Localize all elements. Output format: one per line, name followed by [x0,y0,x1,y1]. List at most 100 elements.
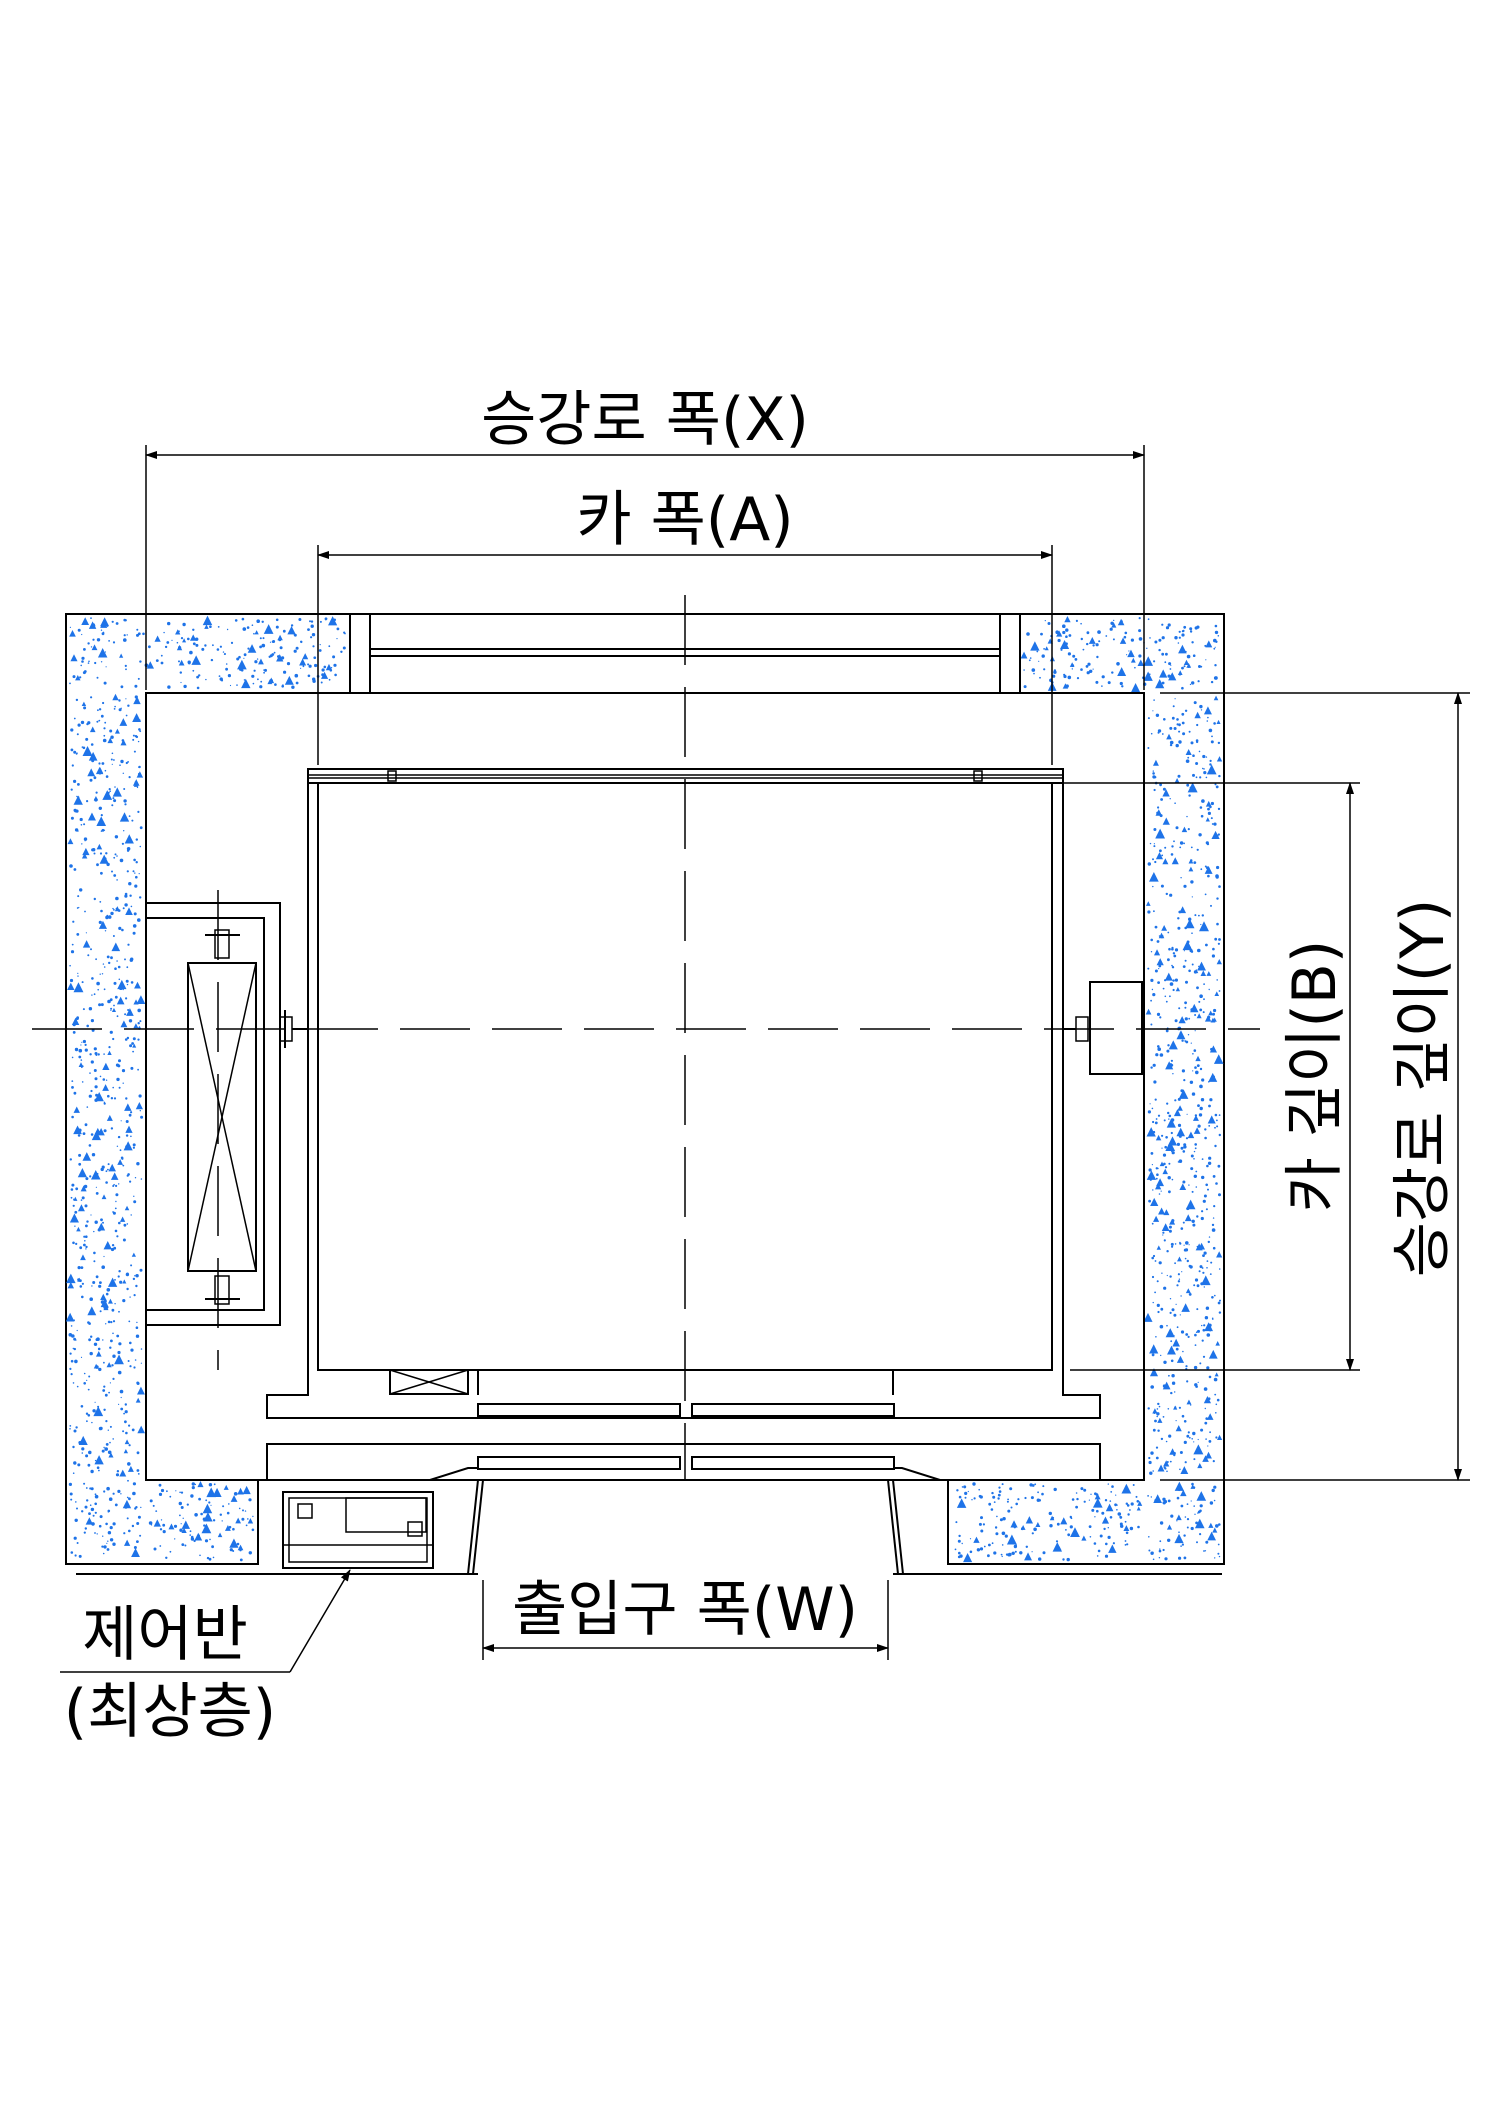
concrete-speckle [219,1513,222,1516]
concrete-speckle [93,795,99,801]
concrete-speckle [83,823,86,826]
concrete-speckle [1153,910,1155,913]
concrete-speckle [80,1185,87,1192]
concrete-speckle [1214,664,1217,667]
concrete-speckle [71,1056,74,1059]
concrete-speckle [160,1519,163,1521]
concrete-speckle [116,855,118,857]
concrete-speckle [1096,1555,1099,1557]
concrete-speckle [80,1059,83,1061]
concrete-speckle [312,677,316,681]
concrete-speckle [119,1149,122,1152]
concrete-speckle [74,828,79,832]
concrete-speckle [80,1254,86,1261]
concrete-speckle [1166,1250,1169,1253]
concrete-speckle [1215,1436,1218,1439]
concrete-speckle [1155,1456,1159,1460]
concrete-speckle [248,1551,252,1555]
concrete-speckle [1177,1161,1180,1163]
concrete-speckle [136,1386,145,1395]
concrete-speckle [69,1428,71,1430]
concrete-speckle [242,1509,244,1512]
concrete-speckle [186,1503,189,1506]
concrete-speckle [76,1226,81,1232]
concrete-speckle [272,640,276,643]
concrete-speckle [70,1325,73,1327]
concrete-speckle [1181,1039,1184,1042]
concrete-speckle [1165,1000,1168,1003]
concrete-speckle [80,720,85,725]
concrete-speckle [1119,681,1123,686]
concrete-speckle [70,816,74,820]
concrete-speckle [204,624,209,629]
concrete-speckle [1152,993,1156,997]
concrete-speckle [184,1544,187,1547]
concrete-speckle [1202,767,1204,770]
concrete-speckle [94,1494,99,1499]
concrete-speckle [95,958,97,961]
concrete-speckle [1196,1308,1199,1311]
concrete-speckle [126,870,129,873]
concrete-speckle [100,661,103,663]
concrete-speckle [1166,1524,1173,1530]
concrete-speckle [1201,799,1205,803]
concrete-speckle [1173,1452,1176,1455]
concrete-speckle [1138,637,1143,641]
concrete-speckle [300,640,303,644]
concrete-speckle [1201,1267,1204,1269]
concrete-speckle [1127,649,1135,658]
concrete-speckle [1199,776,1202,779]
concrete-speckle [1193,1174,1198,1179]
concrete-speckle [97,988,99,991]
concrete-speckle [999,1518,1003,1522]
concrete-speckle [1177,642,1180,644]
concrete-speckle [118,1270,121,1273]
concrete-speckle [310,624,314,628]
concrete-speckle [107,1320,111,1324]
concrete-speckle [119,653,124,658]
concrete-speckle [1209,759,1212,763]
concrete-speckle [111,942,121,952]
concrete-speckle [1176,1520,1178,1522]
concrete-speckle [1188,969,1191,973]
concrete-speckle [1192,1431,1196,1436]
concrete-speckle [1015,1502,1018,1506]
concrete-speckle [1040,632,1043,636]
concrete-speckle [70,1359,74,1363]
concrete-speckle [86,1220,89,1223]
concrete-speckle [1166,1470,1168,1473]
concrete-speckle [90,1214,92,1216]
concrete-speckle [124,1038,128,1041]
concrete-speckle [70,1196,73,1199]
concrete-speckle [118,699,121,702]
concrete-speckle [238,1507,241,1510]
concrete-speckle [78,1554,82,1558]
concrete-speckle [1186,1518,1190,1521]
concrete-speckle [73,750,77,754]
concrete-speckle [126,983,129,986]
concrete-speckle [1117,667,1127,677]
concrete-speckle [1206,720,1209,722]
concrete-speckle [112,1211,114,1213]
concrete-speckle [117,965,121,969]
concrete-speckle [1189,683,1192,686]
concrete-speckle [1160,798,1163,801]
concrete-speckle [131,1524,135,1528]
concrete-speckle [1216,1119,1218,1122]
concrete-speckle [1188,1293,1192,1296]
concrete-speckle [72,1445,75,1449]
concrete-speckle [1191,681,1195,685]
concrete-speckle [118,1403,120,1405]
concrete-speckle [103,966,106,968]
concrete-speckle [167,685,171,689]
concrete-speckle [137,740,140,743]
concrete-speckle [85,1248,87,1250]
concrete-speckle [1180,1504,1184,1508]
concrete-speckle [80,1044,82,1046]
concrete-speckle [134,872,136,874]
concrete-speckle [99,1426,103,1430]
concrete-speckle [198,674,201,677]
concrete-speckle [102,1078,106,1081]
concrete-speckle [1202,1011,1205,1014]
concrete-speckle [1175,1347,1179,1351]
